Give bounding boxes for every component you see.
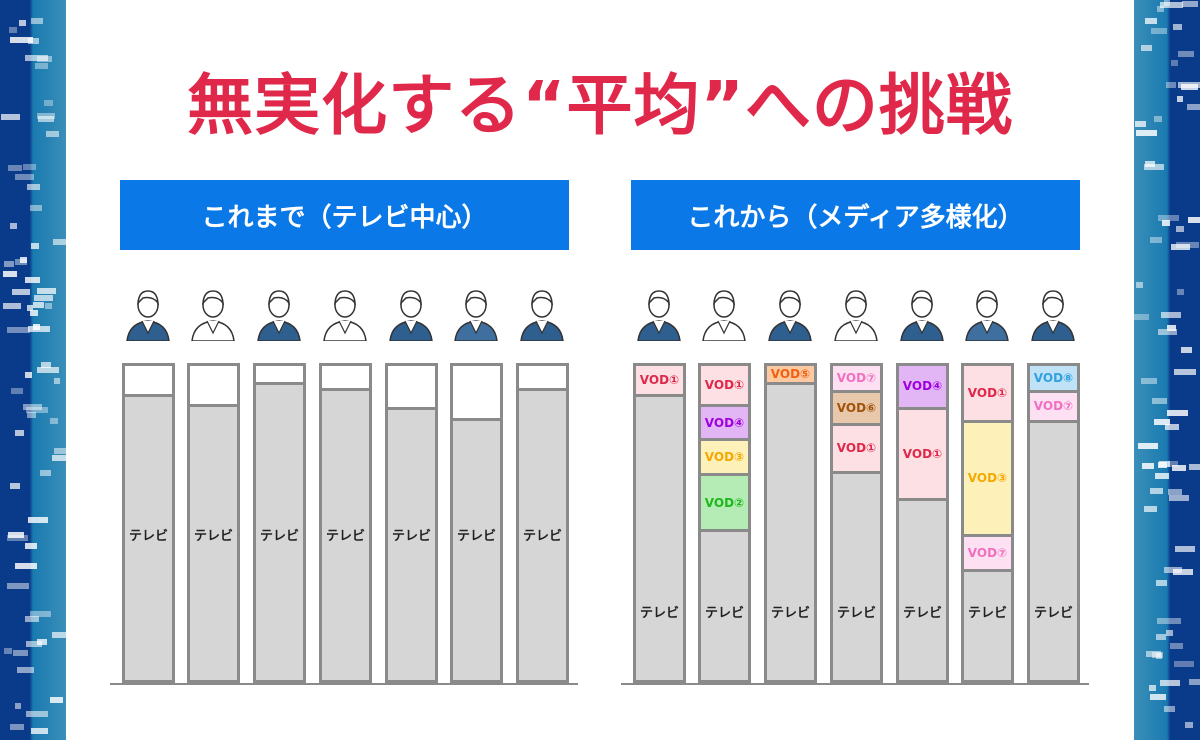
tv-label: テレビ (704, 605, 744, 621)
bar-before: テレビ (253, 363, 306, 683)
vod-segment: VOD⑥ (833, 392, 880, 426)
person-icon (765, 283, 815, 342)
tv-segment: テレビ (388, 410, 435, 680)
vod-segment: VOD② (701, 475, 748, 533)
tv-segment: テレビ (767, 385, 814, 680)
tv-label: テレビ (456, 528, 496, 544)
vod-segment: VOD⑤ (767, 366, 814, 385)
other-segment (322, 366, 369, 392)
decorative-strip-right (1134, 0, 1200, 740)
tv-segment: テレビ (899, 501, 946, 680)
bar-before: テレビ (187, 363, 240, 683)
tv-segment: テレビ (636, 397, 683, 680)
tv-label: テレビ (836, 605, 876, 621)
header-after: これから（メディア多様化） (631, 180, 1080, 250)
other-segment (256, 366, 303, 385)
baseline-after (621, 683, 1089, 685)
tv-label: テレビ (259, 528, 299, 544)
tv-label: テレビ (639, 605, 679, 621)
other-segment (453, 366, 500, 421)
bar-before: テレビ (385, 363, 438, 683)
bar-before: テレビ (122, 363, 175, 683)
tv-label: テレビ (128, 528, 168, 544)
other-segment (388, 366, 435, 410)
bar-before: テレビ (450, 363, 503, 683)
vod-segment: VOD① (833, 425, 880, 475)
person-icon (188, 283, 238, 342)
tv-segment: テレビ (256, 385, 303, 680)
page-title: 無実化する“平均”への挑戦 (187, 67, 1013, 144)
person-icon (962, 283, 1012, 342)
vod-segment: VOD④ (701, 406, 748, 442)
vod-segment: VOD⑦ (1030, 392, 1077, 423)
person-icon (634, 283, 684, 342)
person-icon (699, 283, 749, 342)
person-icon (1028, 283, 1078, 342)
tv-segment: テレビ (701, 532, 748, 680)
tv-segment: テレビ (190, 407, 237, 680)
person-icon (123, 283, 173, 342)
tv-label: テレビ (770, 605, 810, 621)
tv-segment: テレビ (322, 391, 369, 680)
vod-segment: VOD① (636, 366, 683, 398)
header-before: これまで（テレビ中心） (120, 180, 569, 250)
tv-label: テレビ (193, 528, 233, 544)
person-icon (451, 283, 501, 342)
vod-segment: VOD① (964, 366, 1011, 423)
vod-segment: VOD⑧ (1030, 366, 1077, 393)
person-icon (254, 283, 304, 342)
vod-segment: VOD③ (964, 422, 1011, 538)
person-icon (320, 283, 370, 342)
person-icon (831, 283, 881, 342)
vod-segment: VOD⑦ (833, 366, 880, 393)
baseline-before (110, 683, 578, 685)
other-segment (125, 366, 172, 398)
vod-segment: VOD① (899, 409, 946, 501)
decorative-strip-left (0, 0, 66, 740)
tv-segment: テレビ (1030, 423, 1077, 680)
tv-label: テレビ (902, 605, 942, 621)
vod-segment: VOD④ (899, 366, 946, 410)
person-icon (386, 283, 436, 342)
tv-label: テレビ (1033, 605, 1073, 621)
tv-segment: テレビ (453, 421, 500, 680)
tv-label: テレビ (325, 528, 365, 544)
vod-segment: VOD③ (701, 441, 748, 476)
vod-segment: VOD① (701, 366, 748, 407)
person-icon (517, 283, 567, 342)
tv-segment: テレビ (833, 474, 880, 680)
tv-label: テレビ (391, 528, 431, 544)
tv-segment: テレビ (125, 397, 172, 680)
person-icon (897, 283, 947, 342)
bar-before: テレビ (516, 363, 569, 683)
other-segment (519, 366, 566, 392)
tv-segment: テレビ (519, 391, 566, 680)
other-segment (190, 366, 237, 407)
tv-label: テレビ (522, 528, 562, 544)
tv-label: テレビ (967, 605, 1007, 621)
bar-after: VOD① テレビ (633, 363, 686, 683)
vod-segment: VOD⑦ (964, 537, 1011, 572)
bar-before: テレビ (319, 363, 372, 683)
bar-after: VOD⑤ テレビ (764, 363, 817, 683)
tv-segment: テレビ (964, 572, 1011, 680)
